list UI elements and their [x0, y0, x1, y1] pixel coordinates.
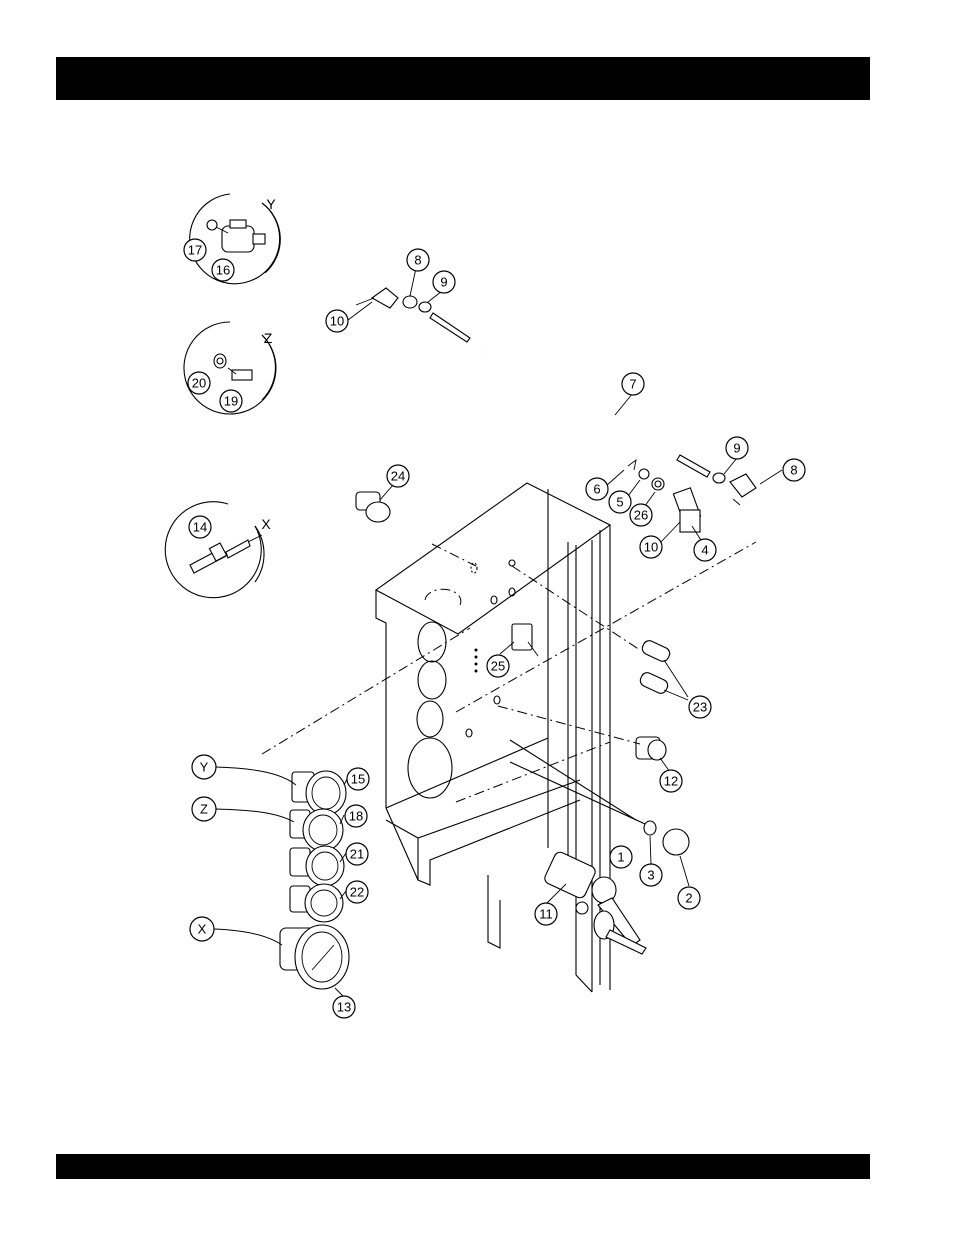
- connector-y: Y: [200, 760, 209, 775]
- callout-10-right: 10: [644, 540, 658, 555]
- callout-24: 24: [391, 469, 405, 484]
- callout-13: 13: [337, 1000, 351, 1015]
- callout-1: 1: [617, 850, 624, 865]
- callouts: 17 16 20 19 14 8 9 10 7 9 8 6 5 26 10 4 …: [184, 239, 805, 1018]
- callout-11: 11: [539, 907, 553, 922]
- ignition-switch: [543, 850, 646, 954]
- detail-y-letter: Y: [266, 196, 276, 212]
- callout-14: 14: [193, 520, 207, 535]
- callout-6: 6: [593, 482, 600, 497]
- callout-5: 5: [616, 495, 623, 510]
- connector-z: Z: [200, 802, 208, 817]
- gauges: [280, 771, 349, 989]
- callout-18: 18: [349, 809, 363, 824]
- callout-9-top: 9: [440, 275, 447, 290]
- control-panel: [376, 483, 610, 992]
- callout-25: 25: [491, 659, 505, 674]
- callout-2: 2: [685, 891, 692, 906]
- callout-9-right: 9: [733, 441, 740, 456]
- callout-4: 4: [701, 543, 708, 558]
- callout-10-top: 10: [330, 314, 344, 329]
- callout-20: 20: [192, 376, 206, 391]
- switch-parts: [356, 492, 672, 760]
- callout-22: 22: [350, 885, 364, 900]
- detail-view-x: X: [165, 502, 271, 598]
- callout-8-top: 8: [414, 253, 421, 268]
- callout-19: 19: [224, 394, 238, 409]
- callout-16: 16: [216, 263, 230, 278]
- callout-21: 21: [350, 847, 364, 862]
- detail-view-y: Y: [190, 194, 281, 284]
- callout-15: 15: [351, 772, 365, 787]
- callout-26: 26: [634, 508, 648, 523]
- tach-cable: [356, 288, 756, 532]
- detail-z-letter: Z: [264, 330, 273, 346]
- callout-3: 3: [647, 868, 654, 883]
- detail-x-letter: X: [261, 516, 271, 532]
- callout-23: 23: [693, 700, 707, 715]
- callout-8-right: 8: [790, 463, 797, 478]
- callout-12: 12: [664, 774, 678, 789]
- callout-7: 7: [629, 377, 636, 392]
- callout-17: 17: [188, 243, 202, 258]
- connector-x: X: [198, 922, 207, 937]
